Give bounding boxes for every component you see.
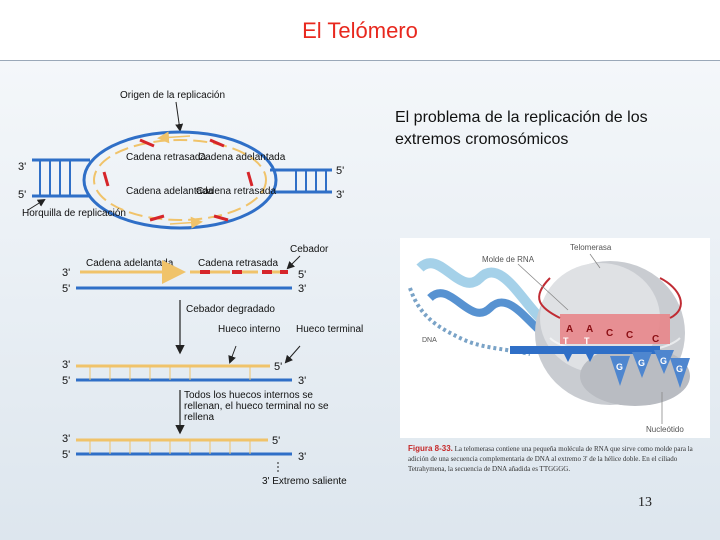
rna-base-4: C bbox=[626, 330, 633, 341]
label-lagging-top-text: Cadena retrasada bbox=[126, 152, 206, 163]
stage3-r5prime: 5' bbox=[272, 435, 280, 447]
title-divider bbox=[0, 60, 720, 61]
right-5prime: 5' bbox=[336, 165, 344, 177]
label-leading-bottom-text: Cadena adelantada bbox=[126, 186, 214, 197]
degraded-primer-label: Cebador degradado bbox=[186, 304, 275, 315]
telomerase-label: Telomerasa bbox=[570, 243, 612, 252]
stage1-r5prime: 5' bbox=[298, 269, 306, 281]
figure-caption: Figura 8-33. La telomerasa contiene una … bbox=[408, 444, 708, 474]
fill-note: Todos los huecos internos se rellenan, e… bbox=[184, 390, 329, 423]
primer-label: Cebador bbox=[290, 244, 329, 255]
internal-gap-label: Hueco interno bbox=[218, 324, 281, 335]
dna-base-1: T bbox=[563, 336, 569, 346]
new-base-2: G bbox=[638, 358, 645, 368]
right-3prime: 3' bbox=[336, 189, 344, 201]
new-base-4: G bbox=[676, 364, 683, 374]
origin-pointer bbox=[175, 101, 184, 132]
rna-base-1: A bbox=[566, 324, 573, 335]
fork-3prime-top: 3' bbox=[18, 161, 26, 173]
primer-pointer bbox=[286, 255, 301, 270]
stage2-3prime: 3' bbox=[62, 359, 70, 371]
internal-gap-text: Hueco interno bbox=[218, 324, 281, 335]
rna-base-5: C bbox=[652, 334, 659, 345]
stage3-3prime: 3' bbox=[62, 433, 70, 445]
fill-note-box: Todos los huecos internos se rellenan, e… bbox=[184, 390, 329, 423]
fork-pointer bbox=[27, 198, 46, 211]
stage1-r3prime: 3' bbox=[298, 283, 306, 295]
leading-strand-label: Cadena adelantada bbox=[86, 258, 174, 269]
page-number: 13 bbox=[638, 495, 652, 510]
terminal-gap-label: Hueco terminal bbox=[296, 324, 363, 335]
stage3-duplex bbox=[76, 438, 292, 456]
telomerase-figure: A A C C C T T G G G G Telomerasa Molde d… bbox=[400, 238, 710, 438]
replication-bubble bbox=[82, 130, 278, 230]
fork-5prime-bottom: 5' bbox=[18, 189, 26, 201]
origin-label: Origen de la replicación bbox=[120, 90, 225, 101]
new-dna-strand bbox=[510, 346, 690, 388]
label-lagging-bottom: Cadena retrasada bbox=[196, 186, 276, 197]
slide-title: El Telómero bbox=[302, 18, 418, 43]
overhang-label: 3' Extremo saliente bbox=[262, 476, 347, 487]
label-leading-top-text: Cadena adelantada bbox=[198, 152, 286, 163]
internal-gap-pointer bbox=[228, 345, 237, 364]
replication-diagram: Origen de la replicación 3' 5' 5' 3' Cad… bbox=[18, 90, 363, 487]
label-leading-bottom: Cadena adelantada bbox=[126, 186, 214, 197]
dna-base-2: T bbox=[584, 336, 590, 346]
rna-base-2: A bbox=[586, 324, 593, 335]
stage3-5prime: 5' bbox=[62, 449, 70, 461]
slide-heading: El problema de la replicación de los ext… bbox=[395, 109, 648, 148]
nucleotide-label: Nucleótido bbox=[646, 425, 684, 434]
label-lagging-bottom-text: Cadena retrasada bbox=[196, 186, 276, 197]
rna-template-pointer bbox=[517, 263, 569, 311]
lagging-strand-label: Cadena retrasada bbox=[198, 258, 278, 269]
telomerase-pointer bbox=[589, 253, 601, 269]
rna-template-text: Molde de RNA bbox=[482, 255, 535, 264]
right-fork-duplex bbox=[270, 168, 332, 194]
rna-base-3: C bbox=[606, 328, 613, 339]
stage2-duplex bbox=[76, 364, 292, 382]
terminal-gap-text: Hueco terminal bbox=[296, 324, 363, 335]
stage2-r5prime: 5' bbox=[274, 361, 282, 373]
caption-figure-number: Figura 8-33. bbox=[408, 444, 453, 453]
label-lagging-top: Cadena retrasada bbox=[126, 152, 206, 163]
rna-template bbox=[538, 277, 682, 344]
new-base-1: G bbox=[616, 362, 623, 372]
stage1-5prime: 5' bbox=[62, 283, 70, 295]
terminal-gap-pointer bbox=[284, 345, 301, 364]
stage1-3prime: 3' bbox=[62, 267, 70, 279]
label-leading-top: Cadena adelantada bbox=[198, 152, 286, 163]
stage2-5prime: 5' bbox=[62, 375, 70, 387]
caption-text: La telomerasa contiene una pequeña moléc… bbox=[408, 445, 693, 473]
left-fork-duplex bbox=[32, 158, 90, 198]
new-base-3: G bbox=[660, 356, 667, 366]
rna-template-label: Molde de RNA bbox=[482, 255, 535, 264]
stage3-r3prime: 3' bbox=[298, 451, 306, 463]
fork-label: Horquilla de replicación bbox=[22, 208, 126, 219]
dna-label: DNA bbox=[422, 337, 437, 344]
stage2-r3prime: 3' bbox=[298, 375, 306, 387]
